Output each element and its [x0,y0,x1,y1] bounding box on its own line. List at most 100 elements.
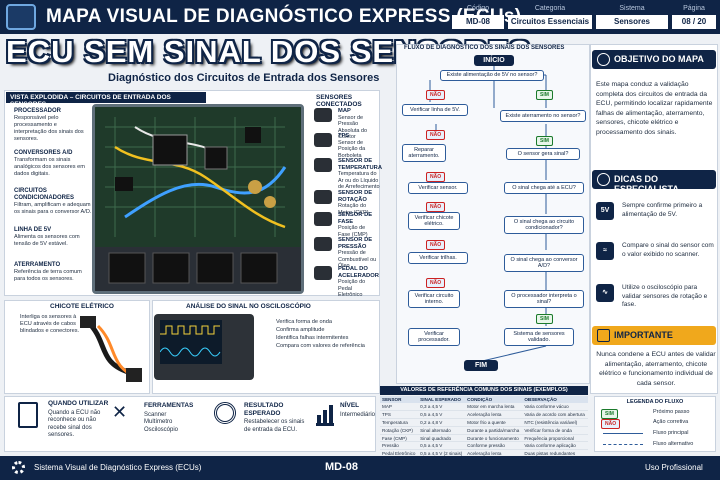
table-cell: Sinal alternado [418,426,466,435]
legend-label: Próximo passo [653,409,690,415]
table-cell: Temperatura [380,418,419,427]
table-cell: Motor em marcha lenta [465,403,523,412]
objective-text: Este mapa conduz a validação completa do… [596,81,713,136]
legend-alt-line [603,444,643,445]
temperature-sensor-icon [314,158,332,172]
tip-text: Compare o sinal do sensor com o valor ex… [622,242,714,258]
tps-sensor-icon [314,133,332,147]
tip-text: Sempre confirme primeiro a alimentação d… [622,202,703,218]
table-cell: Varia de acordo com abertura [522,410,588,420]
ecu-logo-icon [6,4,36,30]
ecu-board-drawing [95,107,301,291]
table-cell: NTC (resistência variável) [522,418,588,427]
footer-bar: Sistema Visual de Diagnóstico Express (E… [0,456,720,480]
table-cell: Sinal quadrado [418,434,466,443]
harness-panel [4,300,150,394]
sensors-heading: SENSORES CONECTADOS [316,94,362,108]
table-cell: Motor frio a quente [465,418,523,427]
level-bars-icon [316,405,334,426]
legend-heading: LEGENDA DO FLUXO [626,399,684,405]
ecu-board-image [92,104,304,294]
clipboard-icon [18,402,38,428]
table-cell: MAP [380,403,419,412]
map-sensor-icon [314,108,332,122]
harness-heading: CHICOTE ELÉTRICO [50,303,114,310]
flow-action-4: Verificar chicote elétrico. [408,212,460,230]
important-text: Nunca condene a ECU antes de validar ali… [596,351,716,387]
table-cell: TPS [380,410,419,420]
tools-icon: ✕ [112,402,128,422]
table-cell: 0,5 a 4,5 V [418,410,466,420]
legend-label: Fluxo alternativo [653,441,694,447]
header-bar: MAPA VISUAL DE DIAGNÓSTICO EXPRESS (ECUs… [0,0,720,34]
footer-right: Uso Profissional [645,463,703,472]
legend-label: Ação corretiva [653,419,689,425]
table-cell: Pressão [380,441,419,451]
flow-yes-tag: SIM [536,90,553,100]
reference-heading: VALORES DE REFERÊNCIA COMUNS DOS SINAIS … [380,386,588,395]
flow-yes-tag: SIM [536,136,553,146]
tip-compare-icon: ≈ [596,242,614,260]
flow-no-tag: NÃO [426,172,446,182]
table-cell: Fase (CMP) [380,434,419,443]
table-cell: 0,5 a 4,5 V [418,441,466,451]
scope-heading: ANÁLISE DO SINAL NO OSCILOSCÓPIO [186,303,311,310]
scope-bullet: Compara com valores de referência [276,343,365,349]
table-cell: Rotação (CKP) [380,426,419,435]
pedal-sensor-icon [314,266,332,280]
flow-action-1: Verificar linha de 5V. [402,104,468,116]
flow-no-tag: NÃO [426,278,446,288]
table-cell: Durante o funcionamento [465,434,523,443]
table-cell: 0,3 a 4,5 V [418,403,466,412]
important-heading: IMPORTANTE [592,326,716,345]
flow-final: Sistema de sensores validado. [504,328,574,346]
flow-no-tag: NÃO [426,90,446,100]
tip-5v-icon: 5V [596,202,614,220]
scope-bullets: Verifica forma de onda Confirma amplitud… [276,318,380,350]
flow-legend: LEGENDA DO FLUXO SIM Próximo passo NÃO A… [594,396,716,452]
waveform-drawing [160,325,221,357]
info-strip [4,396,376,452]
target-result-icon [214,402,236,424]
flow-decision-3: O sensor gera sinal? [506,148,580,160]
tip-text: Utilize o osciloscópio para validar sens… [622,284,708,308]
legend-yes-tag: SIM [601,409,618,419]
flow-decision-1: Existe alimentação de 5V no sensor? [440,70,544,81]
flow-decision-2: Existe aterramento no sensor? [500,110,586,122]
cmp-sensor-icon [314,212,332,226]
flow-yes-tag: SIM [536,314,553,324]
scope-bullet: Identifica falhas intermitentes [276,335,349,341]
table-cell: Durante a partida/marcha [465,426,523,435]
oscilloscope-image [154,314,254,380]
pressure-sensor-icon [314,237,332,251]
harness-text: Interliga os sensores à ECU através de c… [20,314,80,334]
flow-action-5: Verificar trilhas. [408,252,468,264]
table-cell: Varia conforme vácuo [522,403,588,412]
harness-drawing [80,316,142,382]
hero-subtitle: Diagnóstico dos Circuitos de Entrada dos… [108,72,380,84]
flow-no-tag: NÃO [426,202,446,212]
flow-action-6: Verificar circuito interno. [408,290,460,308]
flow-end: FIM [464,360,498,371]
footer-left: Sistema Visual de Diagnóstico Express (E… [34,463,202,472]
